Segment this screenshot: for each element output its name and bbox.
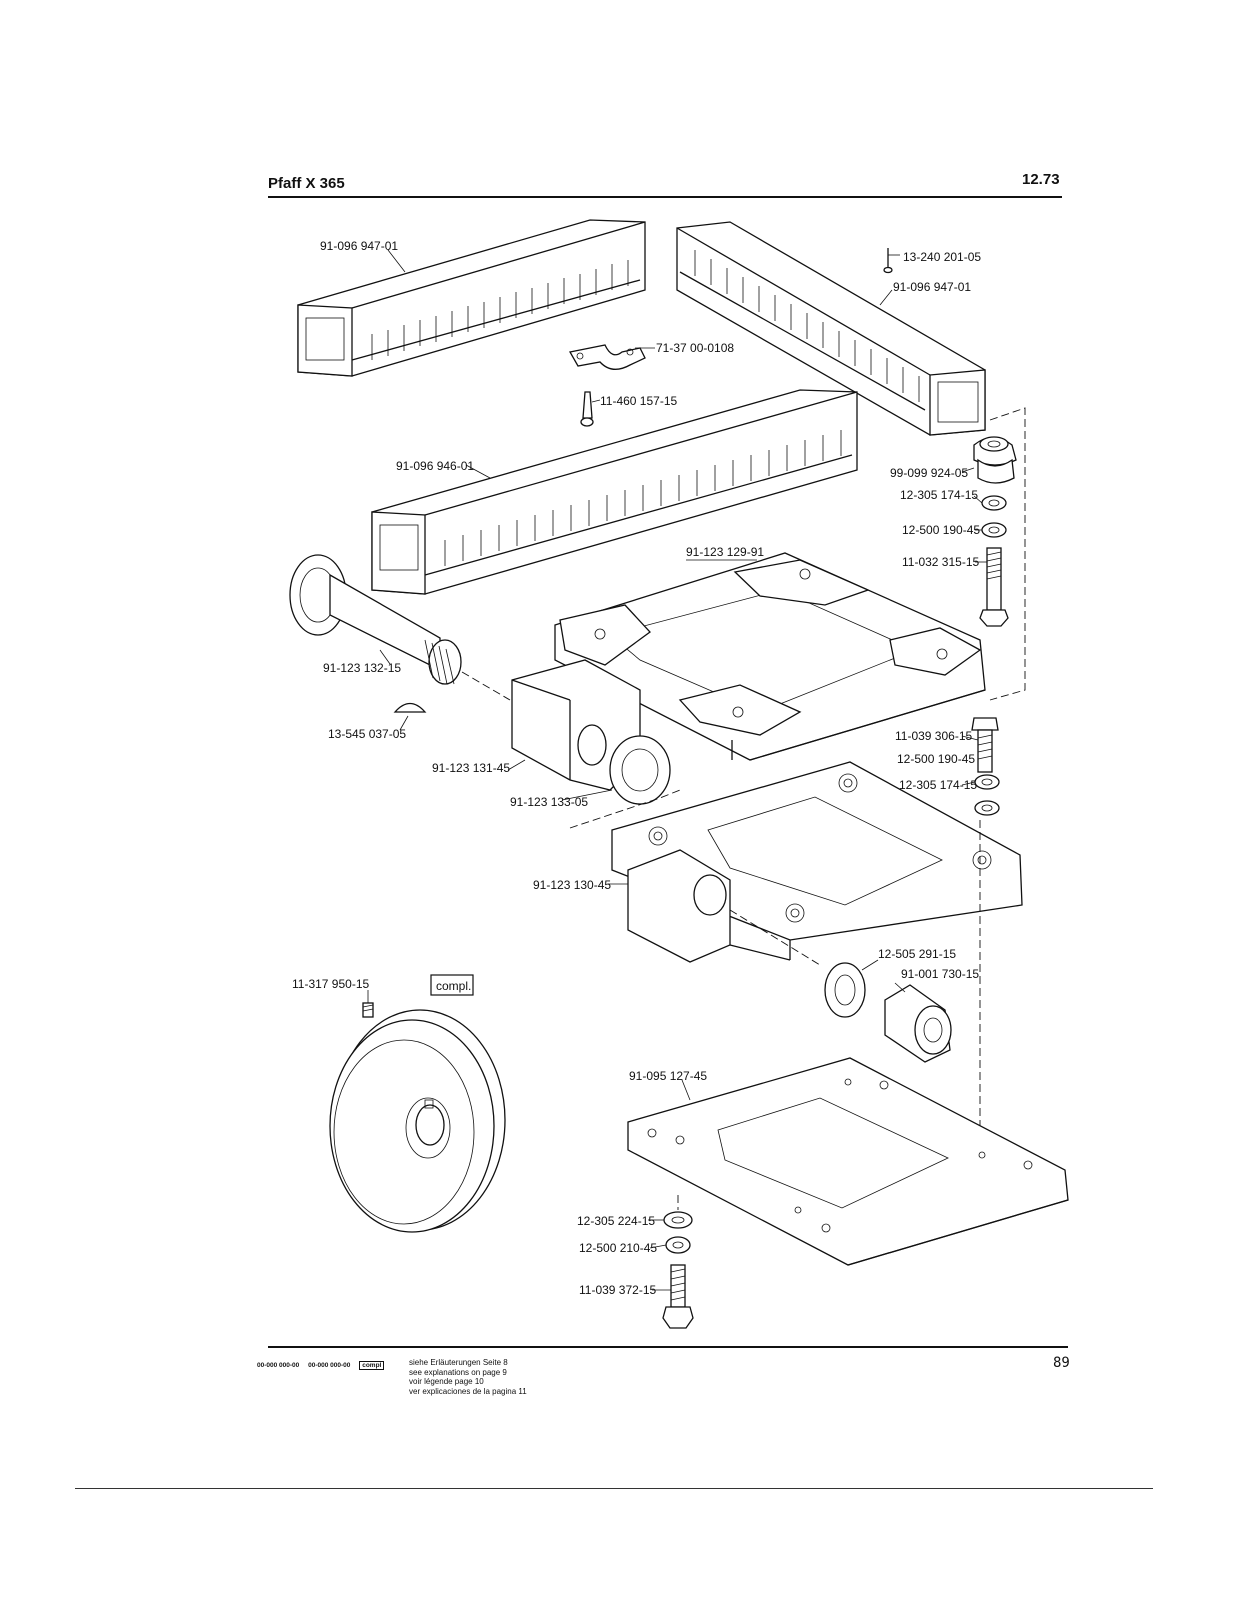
label-part-6: 91-096 946-01 (396, 459, 474, 473)
label-part-18: 12-305 174-15 (899, 778, 977, 792)
bracket-assembly-line (729, 909, 821, 966)
label-part-16: 11-039 306-15 (895, 729, 973, 743)
assembly-line-upper-right (989, 407, 1026, 701)
label-part-25: 12-305 224-15 (577, 1214, 655, 1228)
washer-assembly-line (569, 789, 681, 829)
washers-lower (974, 774, 1000, 816)
hex-nut (884, 984, 952, 1063)
label-part-26: 12-500 210-45 (579, 1241, 657, 1255)
cable-channel-middle (371, 389, 858, 595)
washer-large (824, 962, 866, 1018)
label-part-11: 91-123 129-91 (686, 545, 764, 559)
label-part-2: 13-240 201-05 (903, 250, 981, 264)
part-labels: 91-096 947-01 13-240 201-05 91-096 947-0… (292, 239, 981, 1297)
label-part-7: 99-099 924-05 (890, 466, 968, 480)
compl-box (430, 974, 474, 996)
label-part-24: 91-095 127-45 (629, 1069, 707, 1083)
label-part-1: 91-096 947-01 (320, 239, 398, 253)
hinge-shaft (289, 554, 462, 685)
document-title: Pfaff X 365 (268, 175, 345, 192)
label-part-22: 12-505 291-15 (878, 947, 956, 961)
label-part-23: 91-001 730-15 (901, 967, 979, 981)
woodruff-key (393, 702, 427, 713)
clip (568, 344, 646, 370)
label-compl: compl. (436, 979, 471, 993)
label-part-4: 71-37 00-0108 (656, 341, 734, 355)
footer-line-fr: voir légende page 10 (409, 1377, 484, 1386)
footer-line-de: siehe Erläuterungen Seite 8 (409, 1358, 508, 1367)
label-part-17: 12-500 190-45 (897, 752, 975, 766)
shaft-assembly-line (461, 671, 511, 701)
rubber-buffer (973, 436, 1017, 484)
label-part-3: 91-096 947-01 (893, 280, 971, 294)
swing-block (511, 659, 671, 805)
label-part-5: 11-460 157-15 (600, 394, 678, 408)
document-date: 12.73 (1022, 171, 1060, 188)
scan-edge-line (75, 1488, 1153, 1489)
footer-codes: 00-000 000-00 00-000 000-00 compl (257, 1361, 391, 1370)
footer-code-1: 00-000 000-00 (257, 1362, 300, 1369)
label-part-8: 12-305 174-15 (900, 488, 978, 502)
base-plate (627, 1057, 1069, 1266)
pin-small (883, 248, 893, 274)
label-part-12: 91-123 132-15 (323, 661, 401, 675)
bolt-lower (971, 717, 999, 773)
label-part-9: 12-500 190-45 (902, 523, 980, 537)
screw-small (580, 391, 594, 427)
pulley (329, 1009, 506, 1233)
motor-frame (554, 552, 986, 761)
header-rule (268, 196, 1062, 198)
washer-bottom-1 (663, 1211, 693, 1229)
label-part-19: 91-123 130-45 (533, 878, 611, 892)
footer-compl-box: compl (359, 1361, 385, 1370)
mounting-bracket (611, 761, 1023, 963)
leader-lines (367, 249, 987, 1291)
label-part-20: 11-317 950-15 (292, 977, 370, 991)
label-part-27: 11-039 372-15 (579, 1283, 657, 1297)
label-part-10: 11-032 315-15 (902, 555, 980, 569)
footer-rule (268, 1346, 1068, 1348)
page-number: 89 (1053, 1355, 1070, 1371)
footer-code-2: 00-000 000-00 (308, 1362, 351, 1369)
bolt-upper (979, 547, 1009, 627)
cable-channel-top-left (297, 219, 646, 377)
washers-upper (981, 495, 1007, 538)
washer-bottom-2 (665, 1236, 691, 1254)
label-part-14: 91-123 131-45 (432, 761, 510, 775)
footer-line-es: ver explicaciones de la pagina 11 (409, 1386, 527, 1396)
bolt-bottom (662, 1264, 694, 1329)
footer-explanations: siehe Erläuterungen Seite 8 see explanat… (409, 1358, 527, 1396)
cable-channel-top-right (676, 221, 986, 436)
label-part-13: 13-545 037-05 (328, 727, 406, 741)
set-screw (362, 1002, 374, 1018)
footer-line-en: see explanations on page 9 (409, 1367, 507, 1377)
label-part-15: 91-123 133-05 (510, 795, 588, 809)
